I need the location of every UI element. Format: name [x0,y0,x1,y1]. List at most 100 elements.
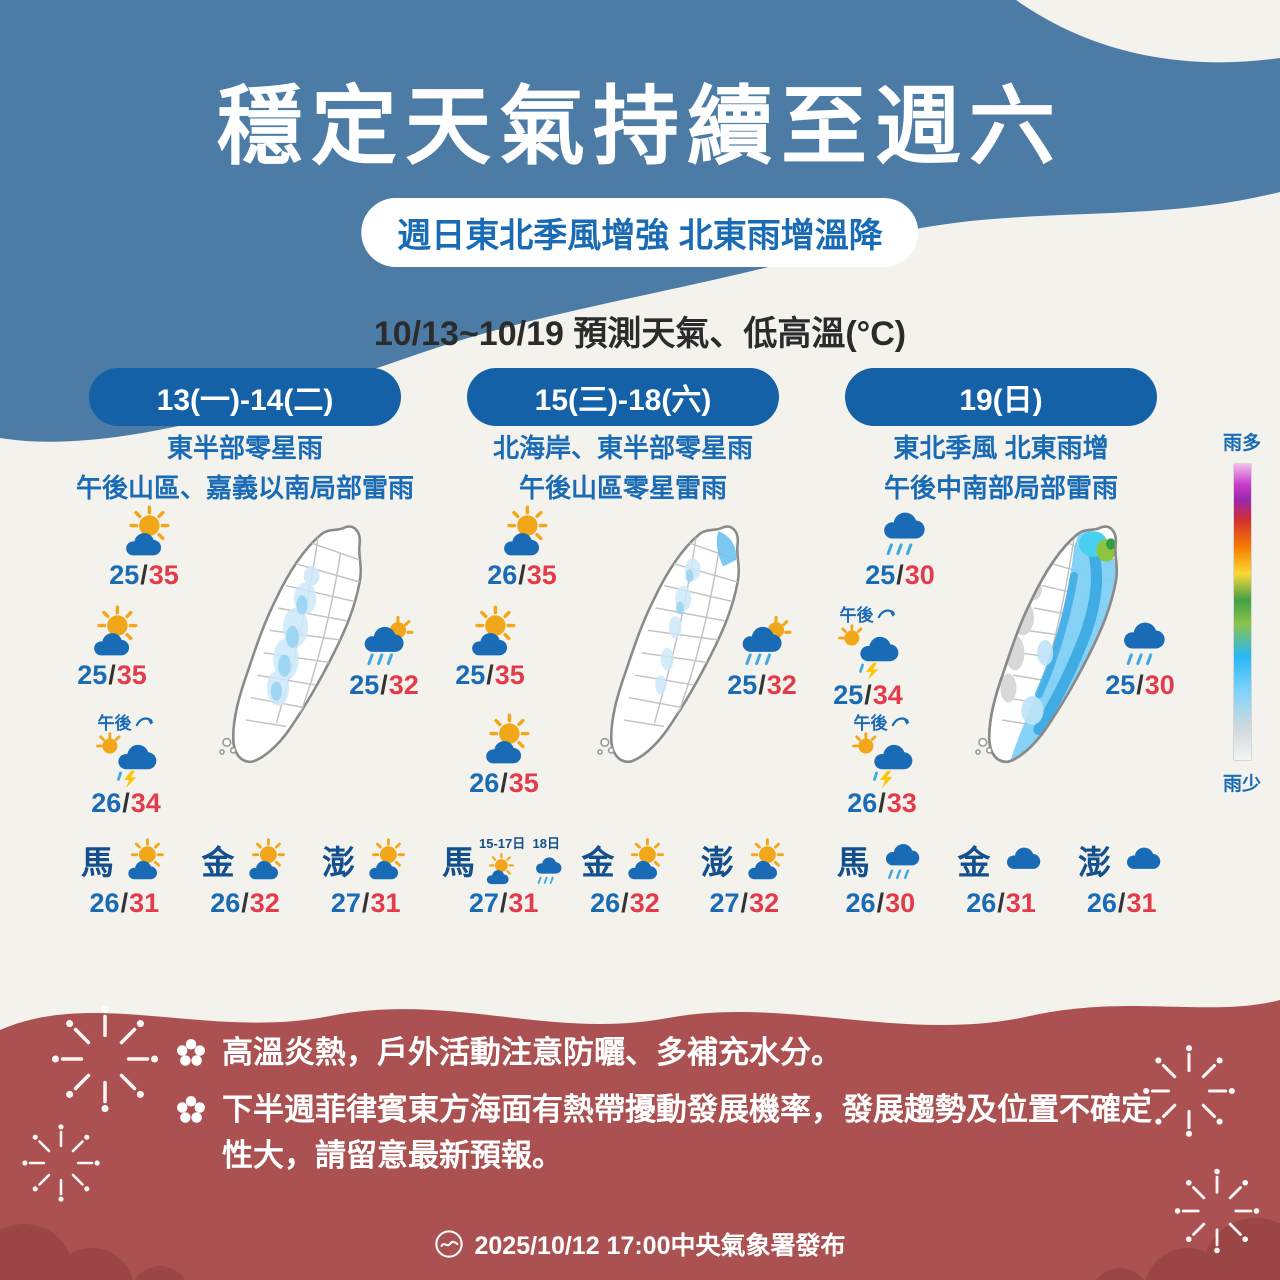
flower-bullet-icon [177,1095,205,1123]
forecast-columns: 13(一)-14(二) 東半部零星雨 午後山區、嘉義以南局部雷雨 [64,368,1182,919]
islands-row: 馬 15-17日 18日 27/31 金 26/32 澎 27/32 [442,832,804,919]
temp-range: 25/32 [349,669,419,700]
forecast-column-1: 13(一)-14(二) 東半部零星雨 午後山區、嘉義以南局部雷雨 [64,368,426,919]
rain-scale-bar [1232,463,1252,761]
map-area: 26/35 25/35 25/32 26/35 [442,505,804,822]
notes-section: 高溫炎熱，戶外活動注意防曬、多補充水分。 下半週菲律賓東方海面有熱帶擾動發展機率… [176,1030,1180,1190]
weather-point-south: 午後 26/34 [68,712,184,819]
page-title: 穩定天氣持續至週六 [217,79,1063,175]
period-pill: 19(日) [845,368,1157,426]
weather-icon [118,837,168,883]
island-kinmen: 金 26/31 [941,832,1062,919]
weather-icon [837,623,899,680]
period-pill: 13(一)-14(二) [89,368,401,426]
period-pill: 15(三)-18(六) [467,368,779,426]
weather-point-north: 25/35 [86,504,202,591]
weather-point-north: 25/30 [842,504,958,591]
weather-point-north: 26/35 [464,504,580,591]
temp-range: 25/35 [77,659,147,690]
weather-icon [359,837,409,883]
islands-row: 馬 26/31 金 26/32 澎 27/31 [64,832,426,919]
weather-point-south: 午後 26/33 [824,712,940,819]
island-penghu: 澎 26/31 [1061,832,1182,919]
weather-icon [738,837,788,883]
weather-icon [1115,837,1165,883]
weather-point-west: 25/35 [432,604,548,691]
column-desc-line2: 午後中南部局部雷雨 [883,472,1118,503]
note-text: 下半週菲律賓東方海面有熱帶擾動發展機率，發展趨勢及位置不確定性大，請留意最新預報… [222,1091,1152,1174]
weather-point-west: 午後 25/34 [810,604,926,711]
column-desc-line2: 午後山區、嘉義以南局部雷雨 [75,472,414,503]
temp-low: 25 [109,559,140,590]
footer-text: 2025/10/12 17:00中央氣象署發布 [474,1232,846,1260]
note-item: 下半週菲律賓東方海面有熱帶擾動發展機率，發展趨勢及位置不確定性大，請留意最新預報… [176,1087,1180,1180]
weather-icon [618,837,668,883]
weather-icon [473,712,535,768]
flower-bullet-icon [177,1039,205,1066]
island-kinmen: 金 26/32 [565,832,684,919]
firework-icon [22,1124,100,1202]
legend-more-label: 雨多 [1222,433,1261,454]
rain-legend: 雨多 雨少 [1216,428,1268,796]
matsu-split-forecast: 15-17日 18日 [479,833,565,887]
temp-high: 35 [148,559,179,590]
afternoon-arrow-icon [135,717,154,727]
weather-icon [874,837,924,883]
weather-icon [731,614,793,670]
island-matsu: 馬 26/31 [64,832,185,919]
taiwan-map [975,524,1119,763]
column-desc-line1: 東半部零星雨 [166,433,323,463]
temp-range: 25/35 [109,559,179,590]
weather-icon [239,837,289,883]
weather-point-east: 25/30 [1082,614,1198,701]
afternoon-label: 午後 [810,604,926,625]
weather-icon [527,852,565,887]
afternoon-arrow-icon [877,609,896,619]
legend-less-label: 雨少 [1222,774,1261,795]
column-desc-line2: 午後山區零星雷雨 [518,472,727,503]
weather-icon [353,614,415,670]
weather-icon [851,731,913,788]
forecast-column-2: 15(三)-18(六) 北海岸、東半部零星雨 午後山區零星雷雨 [442,368,804,919]
weather-point-south: 26/35 [446,712,562,799]
afternoon-label: 午後 [68,712,184,733]
weather-point-east: 25/32 [326,614,442,701]
footer: 2025/10/12 17:00中央氣象署發布 [0,1226,1280,1262]
weather-point-west: 25/35 [54,604,170,691]
weather-icon [81,604,143,660]
island-penghu: 澎 27/31 [305,832,426,919]
weather-icon [113,504,175,560]
map-area: 25/35 25/35 25/32 午後 26/34 [64,505,426,822]
forecast-column-3: 19(日) 東北季風 北東雨增 午後中南部局部雷雨 [820,368,1182,919]
weather-icon [491,504,553,560]
weather-icon [995,837,1045,883]
taiwan-map [597,524,741,763]
island-penghu: 澎 27/32 [685,832,804,919]
islands-row: 馬 26/30 金 26/31 澎 26/31 [820,832,1182,919]
afternoon-label: 午後 [824,712,940,733]
section-title: 10/13~10/19 預測天氣、低高溫(°C) [373,315,907,353]
firework-icon [1143,1045,1235,1137]
note-text: 高溫炎熱，戶外活動注意防曬、多補充水分。 [222,1035,842,1070]
subtitle-pill: 週日東北季風增強 北東雨增溫降 [361,198,919,267]
afternoon-arrow-icon [891,717,910,727]
weather-icon [869,504,931,560]
island-matsu: 馬 26/30 [820,832,941,919]
column-desc-line1: 北海岸、東半部零星雨 [492,433,753,463]
weather-icon [95,731,157,788]
weather-icon [479,852,517,887]
firework-icon [1174,1168,1260,1254]
note-item: 高溫炎熱，戶外活動注意防曬、多補充水分。 [176,1030,1180,1077]
taiwan-map [219,524,363,763]
island-kinmen: 金 26/32 [185,832,306,919]
island-matsu: 馬 15-17日 18日 27/31 [442,832,565,919]
weather-point-east: 25/32 [704,614,820,701]
column-desc-line1: 東北季風 北東雨增 [893,433,1109,463]
firework-icon [51,1005,159,1113]
weather-icon [1109,614,1171,670]
map-area: 25/30 午後 25/34 25/30 午後 26/33 [820,508,1182,822]
weather-icon [459,604,521,660]
temp-range: 26/34 [91,787,161,818]
bottom-band-background [0,1000,1280,1280]
